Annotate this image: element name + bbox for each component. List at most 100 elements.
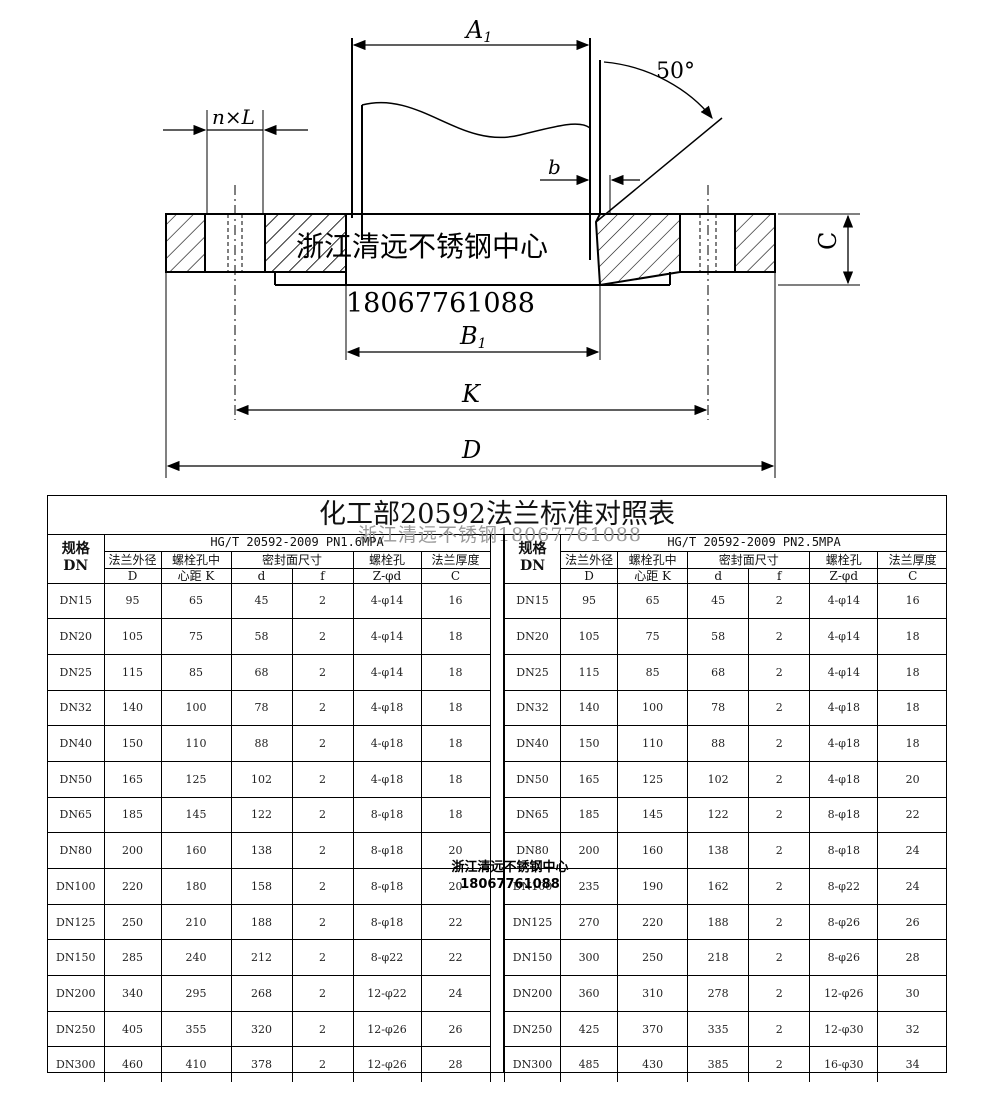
table-cell: 95 [560,582,619,620]
header-sym-c: C [420,567,491,584]
table-cell: 8-φ18 [352,796,422,834]
table-cell: 8-φ18 [352,832,422,869]
table-title: 化工部20592法兰标准对照表 [48,496,946,535]
table-cell: 268 [230,975,293,1012]
header-sym-seal-d: d [687,567,750,584]
table-cell: 210 [160,903,232,941]
header-col-hole: 螺栓孔 [809,550,879,569]
table-cell: 12-φ26 [352,1010,422,1048]
label-angle: 50° [656,59,695,84]
table-cell: 18 [420,725,491,762]
header-col-seal: 密封面尺寸 [687,550,811,569]
table-cell: 2 [291,832,354,869]
table-cell: 185 [103,796,162,834]
table-cell: 4-φ18 [352,760,422,798]
flange-drawing: A1 B1 K D C b n×L 50° 浙江清远不锈钢中心 18067761… [163,16,860,478]
header-col-hole: 螺栓孔 [352,550,422,569]
header-sym-d: D [104,567,162,584]
table-cell: 26 [877,903,947,941]
table-cell: 32 [877,1010,947,1048]
table-cell: 2 [291,975,354,1012]
table-cell: 410 [160,1046,232,1083]
table-cell: 385 [687,1046,750,1083]
header-col-d: 法兰外径 [104,550,162,569]
table-cell: 100 [160,689,232,727]
table-cell: 18 [420,653,491,691]
table-cell: 4-φ18 [352,689,422,727]
table-cell: 4-φ14 [352,618,422,655]
table-cell: 95 [103,582,162,620]
table-cell: 138 [230,832,293,869]
table-cell: 2 [291,796,354,834]
table-cell: 22 [420,939,491,977]
table-cell: 2 [291,1010,354,1048]
table-cell: 2 [748,868,811,905]
table-cell: 18 [877,618,947,655]
table-cell: 188 [230,903,293,941]
table-cell: 78 [687,689,750,727]
table-cell: 75 [617,618,689,655]
header-spec: 规格 DN [48,534,105,584]
header-sym-k: 心距 K [160,567,232,584]
watermark-company: 浙江清远不锈钢中心 [296,230,548,263]
table-cell: 110 [160,725,232,762]
table-cell: 18 [877,725,947,762]
table-cell: 335 [687,1010,750,1048]
angle-arc [603,61,713,120]
table-cell: DN80 [503,832,562,869]
table-cell: 2 [748,760,811,798]
table-cell: DN250 [503,1010,562,1048]
label-nl: n×L [212,105,255,129]
table-cell: 8-φ26 [809,939,879,977]
table-cell: 2 [291,1046,354,1083]
table-cell: 250 [103,903,162,941]
table-cell: 150 [103,725,162,762]
table-cell: 4-φ14 [809,582,879,620]
table-cell: 370 [617,1010,689,1048]
table-cell: 138 [687,832,750,869]
table-cell: 250 [617,939,689,977]
table-cell: 240 [160,939,232,977]
table-cell: 2 [748,1046,811,1083]
table-cell: 185 [560,796,619,834]
header-sym-hole: Z-φd [809,567,879,584]
table-cell: 4-φ14 [809,618,879,655]
table-cell: 8-φ22 [809,868,879,905]
table-cell: 320 [230,1010,293,1048]
watermark-phone: 18067761088 [346,288,535,319]
table-cell: 2 [748,832,811,869]
table-cell: 160 [160,832,232,869]
table-cell: DN25 [503,653,562,691]
table-cell: 68 [230,653,293,691]
table-cell: 310 [617,975,689,1012]
table-cell: 18 [420,796,491,834]
table-cell: DN300 [503,1046,562,1083]
header-col-k: 螺栓孔中 [160,550,232,569]
table-cell: 8-φ22 [352,939,422,977]
table-cell: 8-φ26 [809,903,879,941]
table-cell: DN300 [48,1046,105,1083]
header-sym-seal-d: d [230,567,293,584]
table-cell: 4-φ18 [809,725,879,762]
table-cell: 34 [877,1046,947,1083]
table-cell: 2 [291,725,354,762]
table-cell: 460 [103,1046,162,1083]
table-cell: 16 [420,582,491,620]
table-cell: 2 [748,725,811,762]
table-cell: 125 [160,760,232,798]
table-cell: DN50 [503,760,562,798]
table-cell: 140 [560,689,619,727]
table-cell: DN150 [503,939,562,977]
table-cell: DN150 [48,939,105,977]
table-cell: 425 [560,1010,619,1048]
header-spec: 规格 DN [503,534,562,584]
table-cell: 20 [877,760,947,798]
table-cell: 2 [748,975,811,1012]
